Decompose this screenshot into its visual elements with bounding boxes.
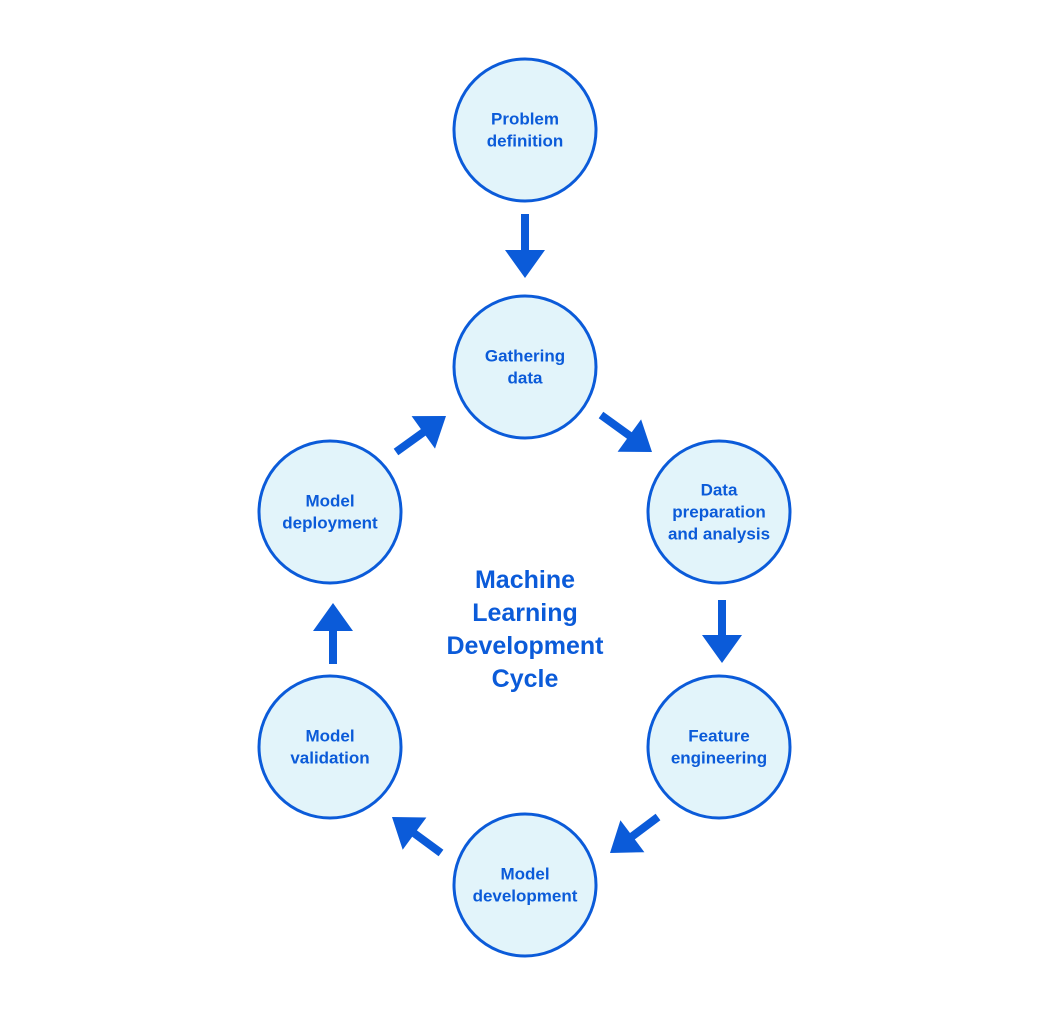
center-title-line: Machine — [475, 566, 575, 594]
stage-model-development: Model development — [452, 812, 598, 958]
stage-label-line: Feature — [688, 727, 749, 746]
stage-circle — [452, 812, 598, 958]
stage-model-deployment: Model deployment — [257, 439, 403, 585]
stage-circle — [257, 439, 403, 585]
arrow-preparation-to-feature — [702, 600, 742, 663]
stage-label-line: development — [473, 887, 578, 906]
stage-gathering-data: Gathering data — [452, 294, 598, 440]
arrow-problem-to-gathering — [505, 214, 545, 278]
stage-label-line: Gathering — [485, 347, 565, 366]
stage-label-line: Model — [305, 492, 354, 511]
stage-label-line: preparation — [672, 503, 766, 522]
arrow-gathering-to-preparation — [598, 411, 652, 452]
stage-label-line: validation — [290, 749, 369, 768]
stage-label-line: Problem — [491, 110, 559, 129]
stage-model-validation: Model validation — [257, 674, 403, 820]
stage-circle — [646, 439, 792, 585]
stage-label-line: Model — [305, 727, 354, 746]
arrow-deployment-to-gathering — [393, 416, 446, 456]
stage-label-line: engineering — [671, 749, 767, 768]
stage-label-line: data — [508, 369, 544, 388]
stage-label-line: Data — [701, 481, 738, 500]
stage-label-line: definition — [487, 132, 563, 151]
stage-label-line: and analysis — [668, 525, 770, 544]
stage-data-preparation: Data preparation and analysis — [646, 439, 792, 585]
stage-circle — [452, 294, 598, 440]
arrow-feature-to-development — [610, 813, 661, 853]
stage-circle — [646, 674, 792, 820]
arrows-layer — [313, 214, 742, 857]
stage-label-line: Model — [500, 865, 549, 884]
stage-circle — [257, 674, 403, 820]
arrow-development-to-validation — [392, 817, 444, 857]
stage-label-line: deployment — [282, 514, 378, 533]
stage-feature-engineering: Feature engineering — [646, 674, 792, 820]
center-title-line: Development — [447, 632, 605, 660]
stage-circle — [452, 57, 598, 203]
arrow-validation-to-deployment — [313, 603, 353, 664]
center-title-line: Cycle — [492, 665, 559, 693]
stage-problem-definition: Problem definition — [452, 57, 598, 203]
center-title-line: Learning — [472, 599, 578, 627]
